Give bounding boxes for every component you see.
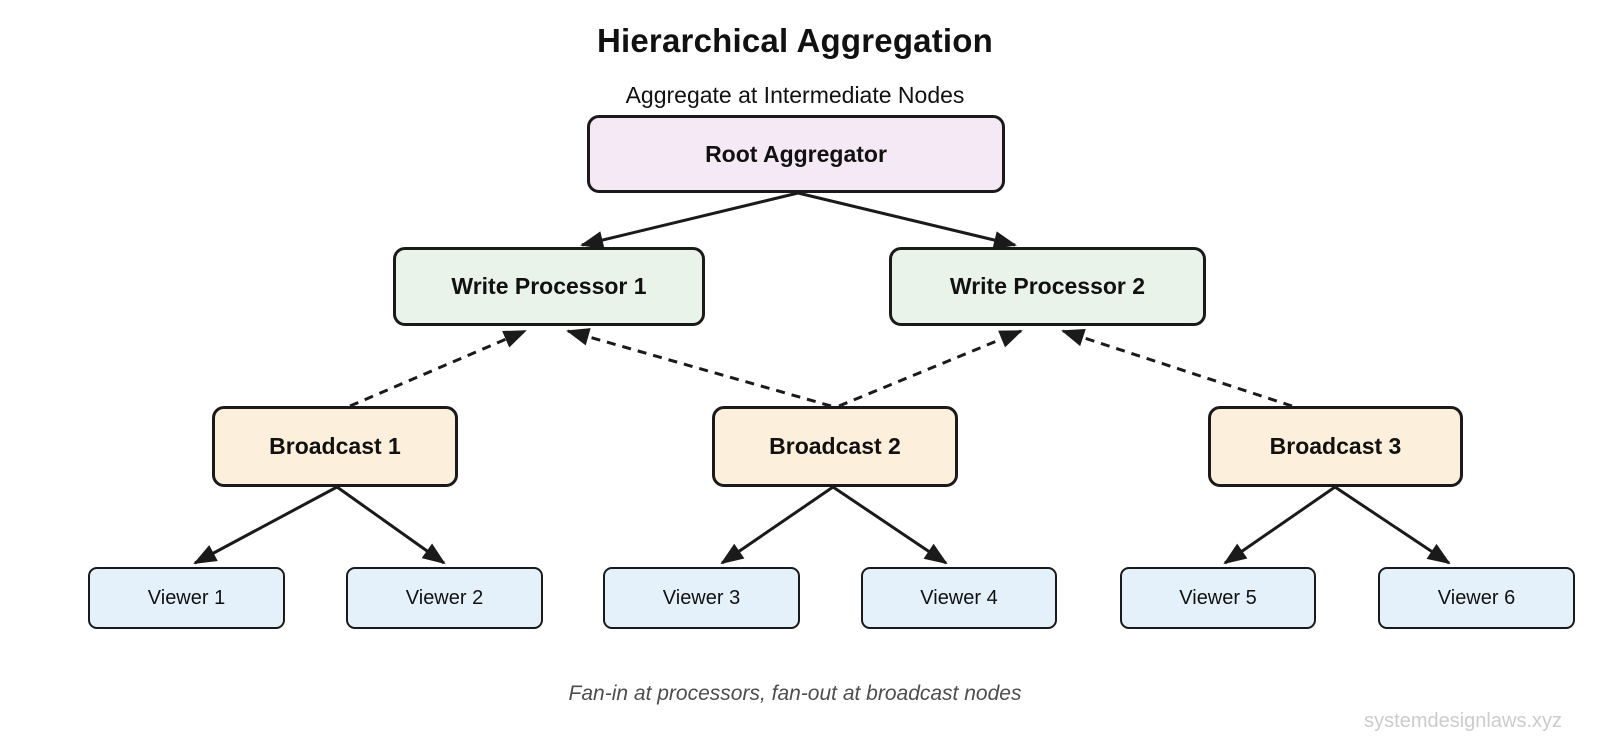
node-label: Viewer 4: [920, 586, 998, 609]
node-label: Write Processor 1: [451, 273, 647, 299]
edge-b1-to-v2: [336, 485, 446, 565]
node-write-processor-2: Write Processor 2: [889, 247, 1206, 326]
node-broadcast-3: Broadcast 3: [1208, 406, 1463, 487]
node-label: Viewer 1: [147, 586, 226, 609]
edge-b3-to-v5: [1223, 485, 1336, 565]
node-root-aggregator: Root Aggregator: [587, 115, 1005, 193]
node-label: Viewer 6: [1437, 586, 1516, 609]
node-label: Broadcast 1: [269, 433, 401, 459]
node-broadcast-2: Broadcast 2: [712, 406, 958, 487]
node-viewer-1: Viewer 1: [88, 567, 285, 629]
edge-b2-to-wp2: [838, 329, 1023, 408]
watermark-text: systemdesignlaws.xyz: [1364, 710, 1562, 732]
edge-b3-to-v6: [1334, 485, 1451, 565]
node-label: Root Aggregator: [705, 140, 887, 167]
node-label: Viewer 5: [1179, 586, 1257, 609]
node-viewer-6: Viewer 6: [1378, 567, 1575, 629]
edge-root-to-wp1: [580, 191, 799, 249]
edge-b2-to-wp1: [566, 328, 832, 408]
node-viewer-2: Viewer 2: [346, 567, 543, 629]
edge-b1-to-wp1: [349, 329, 527, 408]
node-label: Broadcast 3: [1269, 433, 1402, 459]
edge-b3-to-wp2: [1061, 328, 1293, 408]
node-label: Viewer 2: [405, 586, 484, 609]
edge-b2-to-v3: [720, 485, 834, 565]
edge-root-to-wp2: [797, 191, 1017, 249]
node-viewer-3: Viewer 3: [603, 567, 800, 629]
node-label: Write Processor 2: [949, 273, 1146, 299]
diagram-title: Hierarchical Aggregation: [596, 22, 993, 59]
edge-b1-to-v1: [193, 485, 338, 565]
node-broadcast-1: Broadcast 1: [212, 406, 458, 487]
diagram-caption: Fan-in at processors, fan-out at broadca…: [568, 682, 1022, 705]
node-label: Broadcast 2: [769, 433, 901, 459]
node-write-processor-1: Write Processor 1: [393, 247, 705, 326]
node-viewer-4: Viewer 4: [861, 567, 1057, 629]
diagram-subtitle: Aggregate at Intermediate Nodes: [625, 82, 965, 108]
node-viewer-5: Viewer 5: [1120, 567, 1316, 629]
node-label: Viewer 3: [662, 586, 741, 609]
edge-b2-to-v4: [832, 485, 948, 565]
